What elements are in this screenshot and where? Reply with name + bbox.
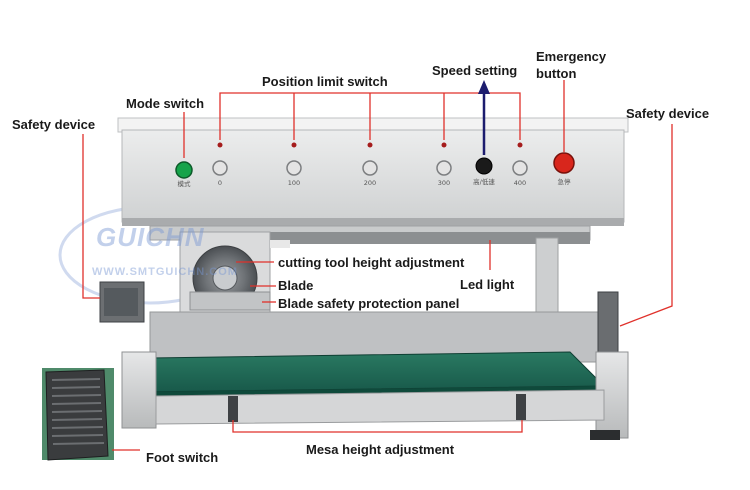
green-table <box>135 351 606 393</box>
marking-stop: 急停 <box>558 177 572 186</box>
limit-switch-400 <box>512 160 528 176</box>
emergency-button <box>553 152 575 174</box>
watermark-logo: GUICHN <box>96 222 205 252</box>
watermark-site: WWW.SMTGUICHN.COM <box>92 266 238 278</box>
base-left-leg <box>121 351 157 429</box>
foot-switch-body <box>45 369 109 461</box>
marking-400: 400 <box>514 179 526 187</box>
led-bar <box>270 240 290 248</box>
base-front <box>155 389 605 425</box>
control-box <box>121 129 625 223</box>
indicator-dot-0 <box>217 142 223 148</box>
label-blade-safety-panel: Blade safety protection panel <box>278 296 460 311</box>
limit-switch-100 <box>286 160 302 176</box>
left-safety-box-face <box>104 288 138 316</box>
annotation-lines <box>82 80 673 451</box>
label-emergency-line1: Emergency <box>536 49 607 64</box>
leader-safety-left <box>82 134 100 299</box>
marking-mode: 模式 <box>178 179 192 188</box>
label-foot-switch: Foot switch <box>146 450 219 465</box>
speed-arrow-head <box>478 80 490 94</box>
indicator-dot-200 <box>367 142 373 148</box>
indicator-dot-100 <box>291 142 297 148</box>
label-mesa-height: Mesa height adjustment <box>306 442 455 457</box>
foot-switch-ridges <box>51 378 105 445</box>
label-safety-device-right: Safety device <box>626 106 710 121</box>
limit-switch-300 <box>436 160 452 176</box>
label-emergency-line2: button <box>536 66 577 81</box>
blade-hub <box>212 265 238 291</box>
mesa-screw-right <box>516 394 526 420</box>
label-cutting-tool-height: cutting tool height adjustment <box>278 255 465 270</box>
leader-mesa-height <box>232 420 523 433</box>
limit-switch-200 <box>362 160 378 176</box>
label-position-limit-switch: Position limit switch <box>262 74 388 89</box>
label-safety-device-left: Safety device <box>12 117 96 132</box>
mode-switch-button <box>175 161 193 179</box>
marking-0: 0 <box>218 179 222 187</box>
upper-beam-dark <box>270 232 590 244</box>
blade-safety-panel <box>189 291 271 311</box>
indicator-dot-400 <box>517 142 523 148</box>
label-mode-switch: Mode switch <box>126 96 205 111</box>
speed-setting-knob <box>475 157 493 175</box>
marking-speed: 高/低速 <box>473 177 495 186</box>
lower-frame-back <box>149 311 611 363</box>
base-foot-right <box>590 430 620 440</box>
marking-100: 100 <box>288 179 300 187</box>
marking-200: 200 <box>364 179 376 187</box>
indicator-dot-300 <box>441 142 447 148</box>
label-led-light: Led light <box>460 277 515 292</box>
marking-300: 300 <box>438 179 450 187</box>
control-box-shadow <box>122 218 624 226</box>
mesa-screw-left <box>228 396 238 422</box>
label-blade: Blade <box>278 278 314 293</box>
label-speed-setting: Speed setting <box>432 63 518 78</box>
leader-safety-right <box>619 124 673 327</box>
limit-switch-0 <box>212 160 228 176</box>
